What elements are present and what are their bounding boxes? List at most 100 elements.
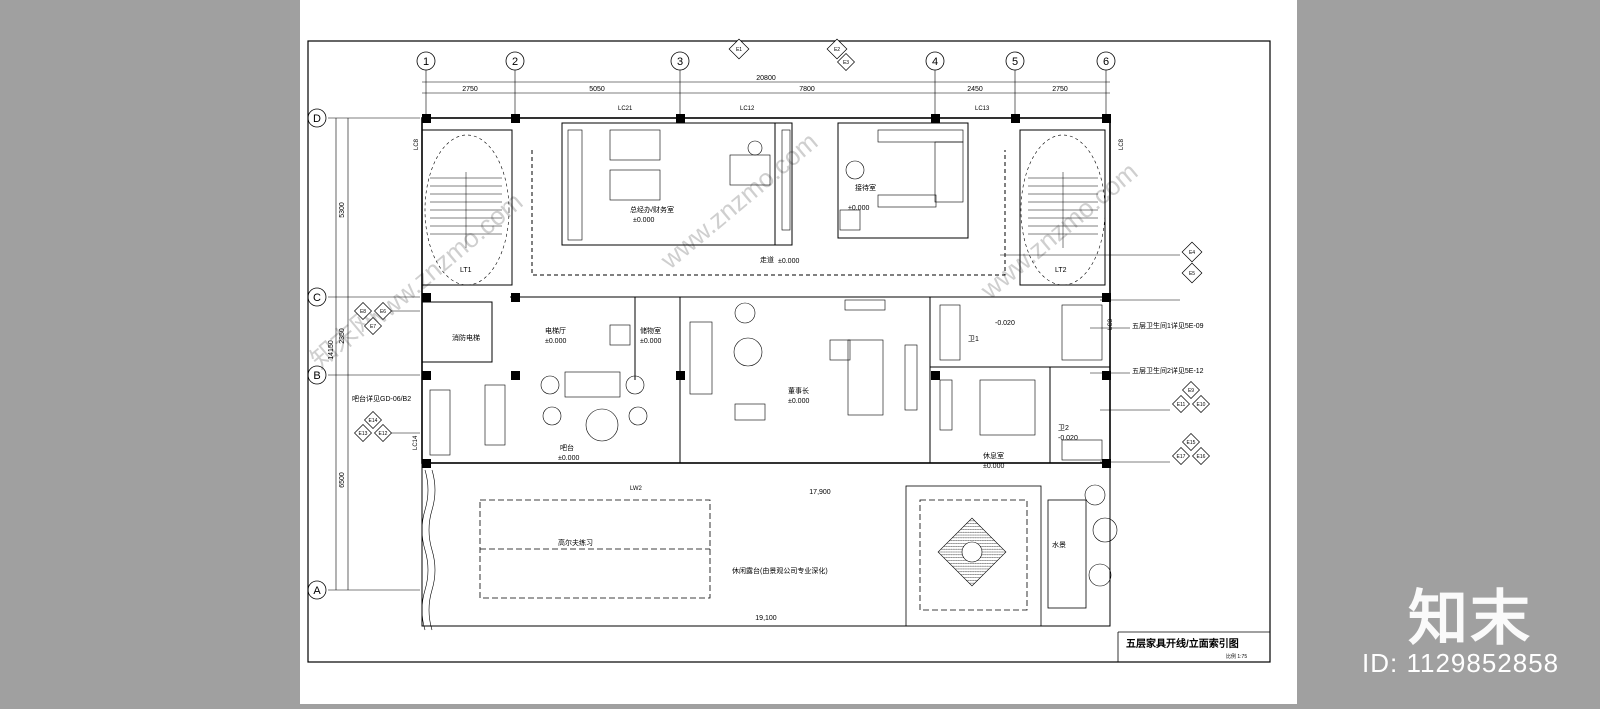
axis-label-b: B [313, 370, 320, 382]
level-office: ±0.000 [633, 217, 654, 224]
axis-label-5: 5 [1012, 56, 1018, 68]
level-bar: ±0.000 [558, 455, 579, 462]
lintel-lc3: LC3 [1108, 318, 1114, 330]
dim-top-5: 2750 [1052, 86, 1068, 93]
dim-top-2: 5050 [589, 86, 605, 93]
index-e13: E13 [359, 431, 368, 437]
axis-label-c: C [313, 292, 321, 304]
room-label-terrace: 休闲露台(由景观公司专业深化) [732, 566, 828, 575]
lintel-lw2: LW2 [630, 486, 643, 492]
dim-top-4: 2450 [967, 86, 983, 93]
grid-axis-top [416, 51, 1116, 71]
index-e4: E4 [1189, 250, 1195, 256]
dimension-lines-top [422, 70, 1110, 120]
stair-right [1028, 172, 1098, 248]
dim-bottom-1: 17,900 [809, 489, 831, 496]
lintel-lc8-right: LC8 [1119, 138, 1125, 150]
drawing-scale: 比例 1:75 [1226, 653, 1247, 660]
lounge-furniture [429, 299, 1103, 461]
watermark-group: 知末网 www.znzmo.com www.znzmo.com www.znzm… [305, 126, 1144, 374]
room-label-water: 水景 [1052, 540, 1066, 549]
planting-left [421, 469, 436, 631]
index-e17: E17 [1177, 454, 1186, 460]
drawing-title: 五层家具开线/立面索引图 [1126, 637, 1239, 650]
interior-walls [421, 122, 1110, 463]
index-markers [354, 38, 1210, 465]
dim-left-1: 5300 [339, 202, 346, 218]
room-label-corridor: 走道 [760, 255, 774, 264]
axis-label-2: 2 [512, 56, 518, 68]
room-label-office: 总经办/财务室 [630, 205, 674, 214]
note-toilet2: 五层卫生间2详见5E-12 [1132, 366, 1204, 375]
index-e14: E14 [369, 418, 378, 424]
image-id-label: ID: 1129852858 [1362, 648, 1560, 678]
watermark-right-url: www.znzmo.com [974, 156, 1143, 305]
note-bar: 吧台详见GD-06/B2 [352, 394, 411, 403]
dim-bottom-2: 19,100 [755, 615, 777, 622]
room-label-lt1: LT1 [460, 267, 472, 274]
watermark-mid-url: www.znzmo.com [654, 126, 823, 275]
level-corridor: ±0.000 [778, 258, 799, 265]
axis-label-4: 4 [932, 56, 938, 68]
dim-left-4: 6500 [339, 472, 346, 488]
room-label-bar: 吧台 [560, 443, 574, 452]
floor-plan: 知末网 www.znzmo.com www.znzmo.com www.znzm… [305, 38, 1271, 663]
room-label-meeting: 董事长 [788, 386, 809, 395]
lintel-lc21: LC21 [618, 106, 633, 112]
axis-label-a: A [313, 585, 321, 597]
level-toilet2: -0.020 [1058, 435, 1078, 442]
dimension-lines-left [328, 117, 420, 591]
room-label-reception: 接待室 [855, 183, 876, 192]
index-e10: E10 [1197, 402, 1206, 408]
lintel-lc12: LC12 [740, 106, 755, 112]
note-toilet1: 五层卫生间1详见5E-09 [1132, 321, 1204, 330]
stair-left [430, 172, 502, 248]
level-storage: ±0.000 [640, 338, 661, 345]
index-e8: E8 [360, 309, 366, 315]
level-rest: ±0.000 [983, 463, 1004, 470]
index-e15: E15 [1187, 440, 1196, 446]
room-label-elevator-hall: 电梯厅 [545, 326, 566, 335]
index-e7: E7 [370, 324, 376, 330]
level-toilet1: -0.020 [995, 320, 1015, 327]
drawing-sheet: 知末网 www.znzmo.com www.znzmo.com www.znzm… [300, 0, 1297, 704]
room-label-toilet1: 卫1 [968, 335, 979, 343]
index-e9: E9 [1188, 388, 1194, 394]
lintel-lc8-left: LC8 [414, 138, 420, 150]
index-e6: E6 [380, 309, 386, 315]
level-reception: ±0.000 [848, 205, 869, 212]
lintel-lc14: LC14 [413, 435, 419, 450]
level-elevator-hall: ±0.000 [545, 338, 566, 345]
golf-area [479, 499, 711, 599]
dim-left-2: 2350 [339, 328, 346, 344]
axis-label-1: 1 [423, 56, 429, 68]
room-label-storage: 储物室 [640, 326, 661, 335]
axis-label-3: 3 [677, 56, 683, 68]
planting-right [1084, 484, 1118, 587]
dim-left-3: 14150 [328, 340, 335, 360]
index-e11: E11 [1177, 402, 1186, 408]
office-furniture [567, 129, 791, 241]
index-e12: E12 [379, 431, 388, 437]
grid-axis-left [307, 108, 327, 600]
dim-overall: 20800 [756, 75, 776, 82]
room-label-rest: 休息室 [983, 451, 1004, 460]
room-label-fire-lift: 消防电梯 [452, 333, 480, 342]
index-e16: E16 [1197, 454, 1206, 460]
axis-label-6: 6 [1103, 56, 1109, 68]
reception-furniture [839, 129, 964, 231]
index-e1: E1 [736, 47, 742, 53]
terrace-platform [905, 485, 1087, 627]
building-walls [421, 117, 1111, 627]
room-label-golf: 高尔夫练习 [558, 538, 593, 547]
axis-label-d: D [313, 113, 321, 125]
dim-top-3: 7800 [799, 86, 815, 93]
terrace-furniture-set [937, 517, 1007, 587]
room-label-toilet2: 卫2 [1058, 424, 1069, 432]
drawing-frame [307, 40, 1271, 663]
dim-top-1: 2750 [462, 86, 478, 93]
lintel-lc13: LC13 [975, 106, 990, 112]
index-e5: E5 [1189, 271, 1195, 277]
index-e3: E3 [843, 60, 849, 66]
level-meeting: ±0.000 [788, 398, 809, 405]
